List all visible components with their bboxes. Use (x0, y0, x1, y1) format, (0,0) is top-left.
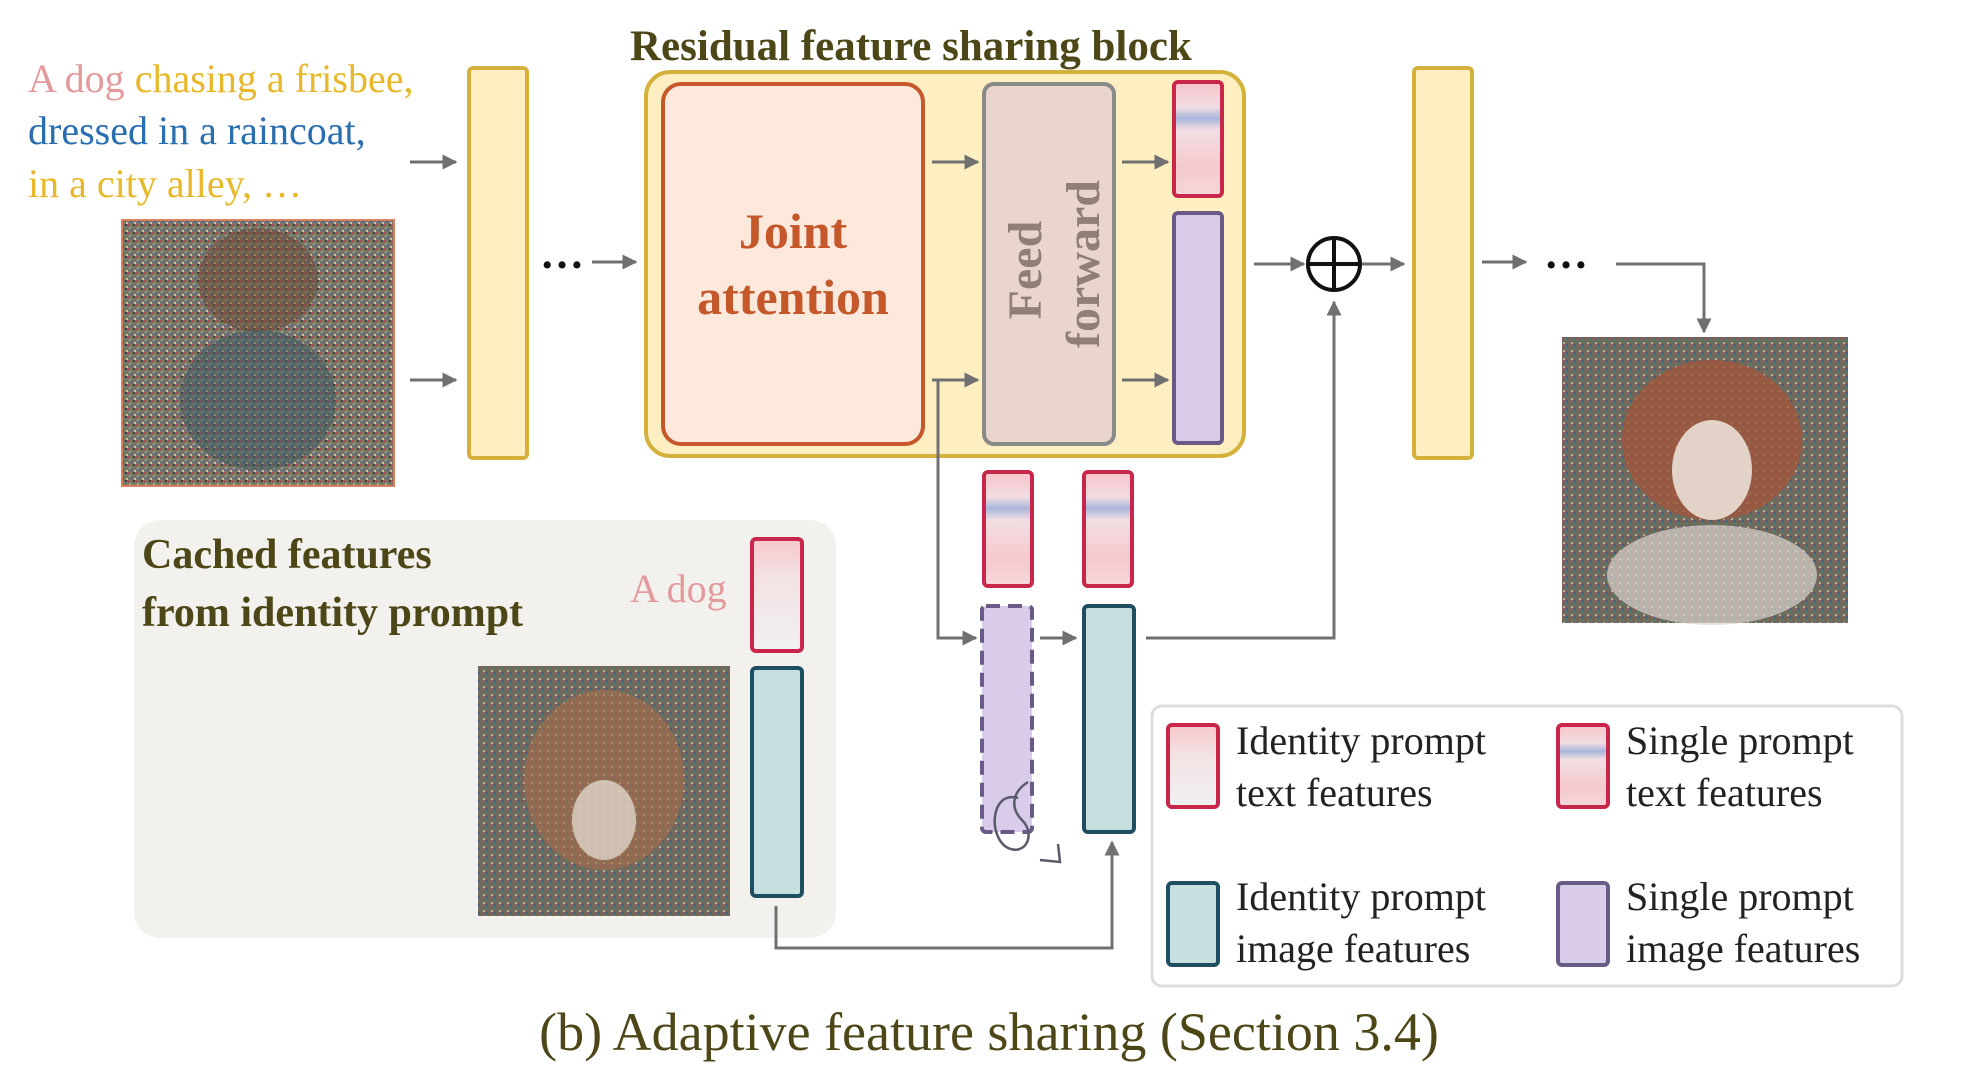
legend-single-text-label-2: text features (1626, 770, 1823, 815)
cached-title-1: Cached features (142, 532, 432, 578)
arrow-cached-to-shared (774, 840, 1120, 950)
single-text-feature-mid-1 (982, 470, 1034, 588)
legend-identity-image-swatch (1166, 881, 1220, 967)
prompt-line-3: in a city alley, … (28, 161, 302, 206)
joint-attention-label-1: Joint (739, 203, 848, 259)
input-noisy-image (121, 219, 395, 487)
identity-prompt-label: A dog (630, 566, 727, 611)
cached-title-2: from identity prompt (142, 590, 523, 636)
identity-noisy-image (478, 666, 730, 916)
transformer-block-1 (467, 66, 529, 460)
prompt-line-1: A dog chasing a frisbee, (28, 56, 413, 101)
legend-single-image-swatch (1556, 881, 1610, 967)
legend-single-image-label-1: Single prompt (1626, 874, 1854, 919)
legend-single-text: Single prompt text features (1556, 718, 1854, 815)
sum-icon (1306, 236, 1362, 292)
arrow-to-output-image (1616, 262, 1712, 334)
rfs-block-title: Residual feature sharing block (630, 23, 1192, 70)
legend-identity-image-label-2: image features (1236, 926, 1470, 971)
legend-single-text-swatch (1556, 723, 1610, 809)
legend-identity-text-label-2: text features (1236, 770, 1433, 815)
legend-identity-text: Identity prompt text features (1166, 718, 1486, 815)
feed-forward-label-1: Feed (999, 220, 1052, 319)
arrow-branch-down (936, 380, 978, 646)
legend-identity-text-swatch (1166, 723, 1220, 809)
output-image (1562, 337, 1848, 625)
legend-identity-image: Identity prompt image features (1166, 874, 1486, 971)
single-image-feature-discarded (980, 604, 1034, 834)
ellipsis-left: … (540, 229, 584, 278)
legend-single-image-label-2: image features (1626, 926, 1860, 971)
legend-single-text-label-1: Single prompt (1626, 718, 1854, 763)
arrow-teal-to-sum (1146, 300, 1342, 640)
single-text-feature-mid-2 (1082, 470, 1134, 588)
prompt-rest-part: chasing a frisbee, (125, 56, 414, 101)
figure-caption: (b) Adaptive feature sharing (Section 3.… (539, 1002, 1439, 1062)
identity-image-feature-cached (750, 666, 804, 898)
joint-attention-box: Joint attention (661, 82, 925, 446)
joint-attention-label-2: attention (697, 269, 889, 325)
feed-forward-box: Feed forward (982, 82, 1116, 446)
replace-swirl-icon (993, 780, 1062, 864)
legend-box (1150, 704, 1904, 988)
prompt-line-2: dressed in a raincoat, (28, 108, 366, 153)
identity-text-feature-cached (750, 537, 804, 653)
single-image-feature-out (1172, 211, 1224, 445)
feed-forward-label-2: forward (1057, 180, 1110, 348)
legend-identity-text-label-1: Identity prompt (1236, 718, 1486, 763)
identity-image-feature-shared (1082, 604, 1136, 834)
ellipsis-right: … (1544, 229, 1588, 278)
prompt-identity-part: A dog (28, 56, 125, 101)
legend-identity-image-label-1: Identity prompt (1236, 874, 1486, 919)
legend-single-image: Single prompt image features (1556, 874, 1860, 971)
feed-forward-label: Feed forward (999, 180, 1110, 348)
single-text-feature-out (1172, 80, 1224, 198)
transformer-block-2 (1412, 66, 1474, 460)
